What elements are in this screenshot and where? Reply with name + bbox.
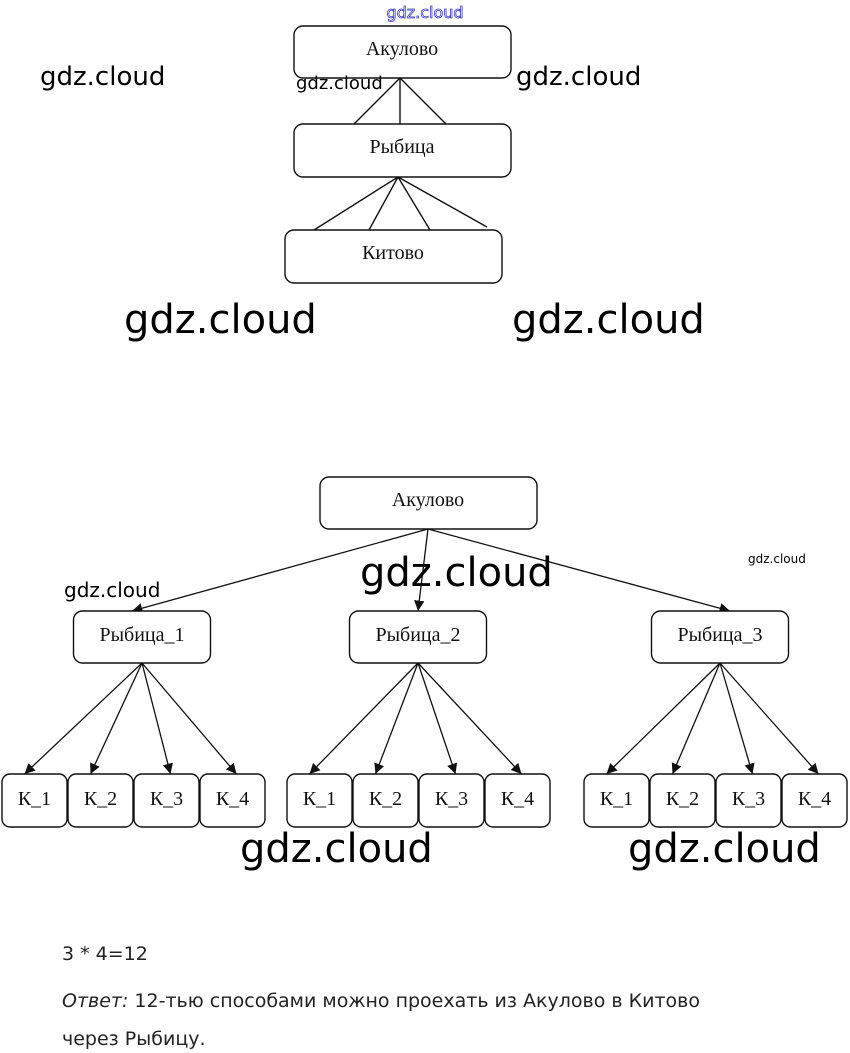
diagram-2-nodes: Рыбица_1К_1 К_2 К_3 К_4 Рыбица_2К_1 К_2 К_3 К_4… <box>1 610 848 828</box>
answer-line-2: через Рыбицу. <box>62 1028 206 1050</box>
node-label: К_1 <box>600 788 633 810</box>
edge-branch-to-leaf <box>374 662 419 775</box>
node-label: К_1 <box>18 788 51 810</box>
edge-branch-to-leaf <box>89 662 143 775</box>
node-label: Рыбица_3 <box>677 624 762 646</box>
edge-branch-to-leaf <box>671 662 721 775</box>
node-label: К_4 <box>501 788 534 810</box>
leaf-node: К_2 <box>649 773 716 828</box>
leaf-node: К_3 <box>133 773 200 828</box>
leaf-node: К_4 <box>199 773 266 828</box>
answer-line-1: Ответ: 12-тью способами можно проехать и… <box>62 990 700 1012</box>
node-label: К_4 <box>798 788 831 810</box>
watermark: gdz.cloud <box>512 297 705 343</box>
leaf-node: К_1 <box>1 773 68 828</box>
watermark: gdz.cloud <box>360 550 553 596</box>
watermark: gdz.cloud <box>124 297 317 343</box>
edges-root-middle <box>353 77 447 125</box>
edge <box>368 176 399 231</box>
answer-label: Ответ: <box>62 990 129 1012</box>
node-label: Китово <box>362 242 424 264</box>
edge-branch-to-leaf <box>309 662 419 775</box>
node-label: Акулово <box>392 489 464 511</box>
equation: 3 * 4=12 <box>62 943 148 965</box>
edge <box>353 77 401 125</box>
node-label: Рыбица_2 <box>375 624 460 646</box>
node-label: Рыбица <box>369 136 434 158</box>
leaf-node: К_2 <box>67 773 134 828</box>
leaf-node: К_3 <box>715 773 782 828</box>
node-label: К_1 <box>303 788 336 810</box>
leaf-node: К_1 <box>583 773 650 828</box>
edge-branch-to-leaf <box>24 662 143 775</box>
leaf-node: К_3 <box>418 773 485 828</box>
branch-node: Рыбица_1 <box>72 610 212 664</box>
watermark: gdz.cloud <box>748 552 806 566</box>
node-label: Акулово <box>366 38 438 60</box>
leaf-node: К_1 <box>286 773 353 828</box>
node-label: К_3 <box>435 788 468 810</box>
edge-root-to-branch <box>414 528 429 612</box>
watermark: gdz.cloud <box>386 3 463 22</box>
edge-branch-to-leaf <box>417 662 522 775</box>
node-label: К_3 <box>732 788 765 810</box>
answer-text: 12-тью способами можно проехать из Акуло… <box>128 990 700 1012</box>
edge-branch-to-leaf <box>719 662 819 775</box>
node-label: К_4 <box>216 788 249 810</box>
watermarks: gdz.cloud gdz.cloud gdz.cloud gdz.cloud … <box>40 3 821 872</box>
leaf-node: К_4 <box>781 773 848 828</box>
watermark: gdz.cloud <box>628 826 821 872</box>
leaf-node: К_4 <box>484 773 551 828</box>
edge <box>397 176 488 228</box>
edge-branch-to-leaf <box>719 662 755 775</box>
edge-branch-to-leaf <box>606 662 721 775</box>
edge-branch-to-leaf <box>141 662 237 775</box>
edge-branch-to-leaf <box>141 662 173 775</box>
node-middle: Рыбица <box>293 123 512 178</box>
watermark: gdz.cloud <box>296 73 383 94</box>
branch-node: Рыбица_3 <box>650 610 790 664</box>
node-label: К_2 <box>84 788 117 810</box>
node-root-2: Акулово <box>319 476 538 530</box>
node-root: Акулово <box>293 25 512 79</box>
diagram-1: Акулово Рыбица Китово <box>284 25 512 284</box>
edge-branch-to-leaf <box>417 662 458 775</box>
edge <box>313 176 399 231</box>
node-leaf: Китово <box>284 229 503 284</box>
watermark: gdz.cloud <box>240 826 433 872</box>
node-label: К_3 <box>150 788 183 810</box>
node-label: К_2 <box>369 788 402 810</box>
edges-middle-leaf <box>313 176 488 231</box>
watermark: gdz.cloud <box>40 62 165 92</box>
watermark: gdz.cloud <box>64 578 160 602</box>
watermark: gdz.cloud <box>516 62 641 92</box>
branch-node: Рыбица_2 <box>348 610 488 664</box>
edge-root-to-branch <box>131 528 429 614</box>
edge <box>397 176 431 231</box>
node-label: К_2 <box>666 788 699 810</box>
edge-root-to-branch <box>427 528 731 614</box>
diagram-2-edges <box>24 528 819 775</box>
leaf-node: К_2 <box>352 773 419 828</box>
node-label: Рыбица_1 <box>99 624 184 646</box>
diagram-2: Акулово Рыбица_1К_1 К_2 К_3 К_4 Рыбица_2К_1 К… <box>1 476 848 828</box>
edge <box>399 77 447 125</box>
